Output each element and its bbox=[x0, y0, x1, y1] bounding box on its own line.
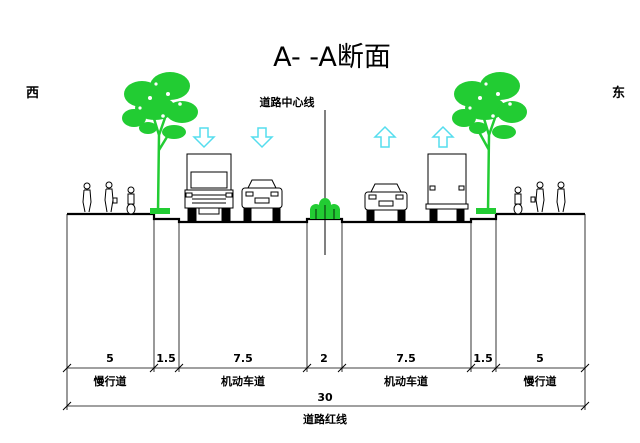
segment-width: 5 bbox=[536, 352, 544, 365]
shrub-stems bbox=[315, 205, 335, 219]
segment-label: 机动车道 bbox=[221, 374, 265, 388]
pedestrian-icon bbox=[556, 181, 566, 213]
cyclist-icon bbox=[126, 186, 136, 215]
segment-width: 7.5 bbox=[233, 352, 253, 365]
east-label: 东 bbox=[612, 85, 625, 101]
pedestrian-icon bbox=[530, 181, 545, 213]
segment-label: 机动车道 bbox=[384, 374, 428, 388]
pedestrian-icon bbox=[82, 182, 92, 213]
direction-arrow-icon bbox=[250, 127, 274, 149]
boundary-lines bbox=[66, 214, 586, 410]
direction-arrow-icon bbox=[192, 127, 216, 149]
truck-icon bbox=[425, 153, 469, 222]
centerline-label: 道路中心线 bbox=[260, 95, 315, 109]
total-tick-left bbox=[62, 401, 72, 411]
car-icon bbox=[364, 183, 408, 223]
tree-icon bbox=[452, 72, 527, 214]
segment-width: 7.5 bbox=[396, 352, 416, 365]
west-label: 西 bbox=[26, 86, 39, 101]
segment-width: 1.5 bbox=[156, 352, 176, 365]
total-width: 30 bbox=[317, 391, 333, 404]
car-icon bbox=[241, 179, 283, 222]
segment-label: 慢行道 bbox=[524, 374, 557, 388]
direction-arrow-icon bbox=[431, 125, 455, 148]
pedestrian-icon bbox=[104, 181, 118, 213]
tree-icon bbox=[122, 72, 198, 214]
segment-width: 1.5 bbox=[473, 352, 493, 365]
cyclist-icon bbox=[513, 186, 523, 215]
segment-ticks bbox=[62, 363, 590, 373]
direction-arrow-icon bbox=[373, 125, 397, 148]
truck-icon bbox=[184, 153, 234, 222]
segment-label: 慢行道 bbox=[94, 374, 127, 388]
total-label: 道路红线 bbox=[303, 412, 347, 426]
segment-width: 2 bbox=[320, 352, 328, 365]
total-tick-right bbox=[580, 401, 590, 411]
segment-width: 5 bbox=[106, 352, 114, 365]
diagram-title: A- -A断面 bbox=[273, 42, 391, 73]
